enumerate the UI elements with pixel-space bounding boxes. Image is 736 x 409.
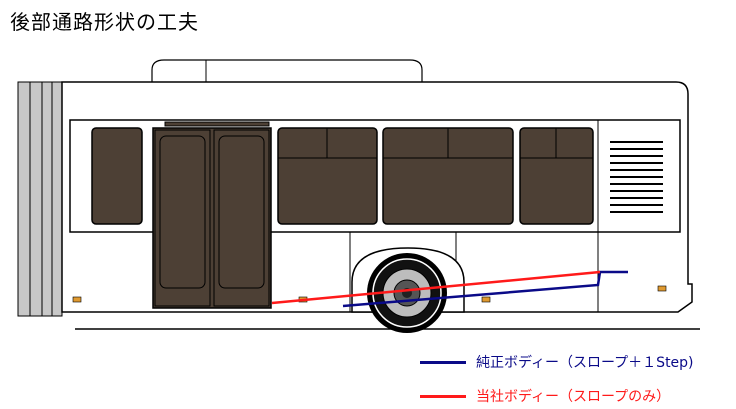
- side-window-1: [277, 127, 378, 225]
- marker-lamp: [657, 285, 667, 292]
- rear-door: [152, 121, 272, 309]
- marker-lamp: [72, 296, 82, 303]
- marker-lamp: [481, 296, 491, 303]
- legend-swatch: [420, 394, 466, 398]
- legend-item-ours: 当社ボディー（スロープのみ）: [420, 386, 670, 406]
- engine-louver: [610, 141, 663, 213]
- legend-swatch: [420, 360, 466, 364]
- legend-label: 当社ボディー（スロープのみ）: [476, 389, 671, 405]
- side-window-2: [382, 127, 514, 225]
- articulation-bellows: [17, 81, 63, 317]
- rear-window: [91, 127, 143, 225]
- legend-item-genuine: 純正ボディー（スロープ＋１Step): [420, 352, 694, 372]
- roof-unit: [151, 59, 423, 85]
- side-window-3: [519, 127, 594, 225]
- our-body-floor-line: [271, 270, 601, 305]
- rear-wheel: [351, 247, 465, 333]
- legend-label: 純正ボディー（スロープ＋１Step): [476, 355, 694, 371]
- genuine-body-floor-line: [342, 270, 628, 308]
- diagram-title: 後部通路形状の工夫: [10, 10, 199, 34]
